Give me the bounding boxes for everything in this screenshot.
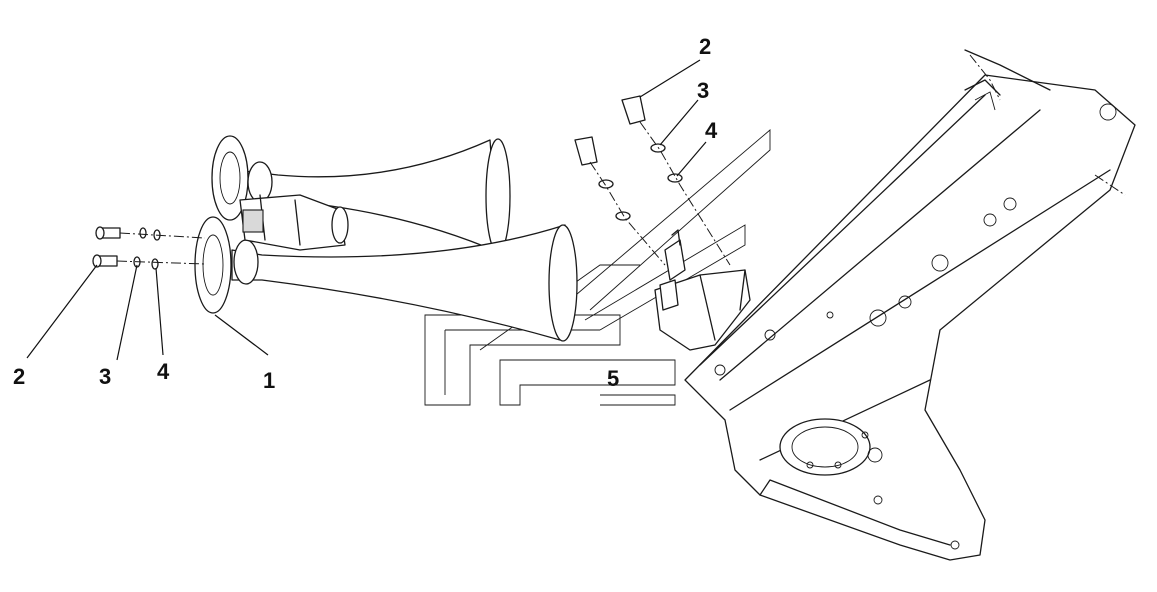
callout-4-top: 4 xyxy=(705,118,718,143)
callout-3-left: 3 xyxy=(99,364,112,389)
left-fasteners xyxy=(92,226,206,270)
callout-4-left: 4 xyxy=(157,359,170,384)
mounting-bracket xyxy=(654,229,751,351)
callout-1: 1 xyxy=(263,368,276,393)
callout-2-top: 2 xyxy=(699,34,712,59)
callout-2-left: 2 xyxy=(13,364,26,389)
callout-3-top: 3 xyxy=(697,78,710,103)
background-watermark xyxy=(424,129,771,406)
horn-valve-body xyxy=(239,194,349,251)
horn-lower xyxy=(194,216,578,342)
leader-lines xyxy=(26,59,707,361)
top-fasteners xyxy=(574,95,731,266)
callout-5: 5 xyxy=(607,366,620,391)
frame-bracket xyxy=(684,49,1136,561)
